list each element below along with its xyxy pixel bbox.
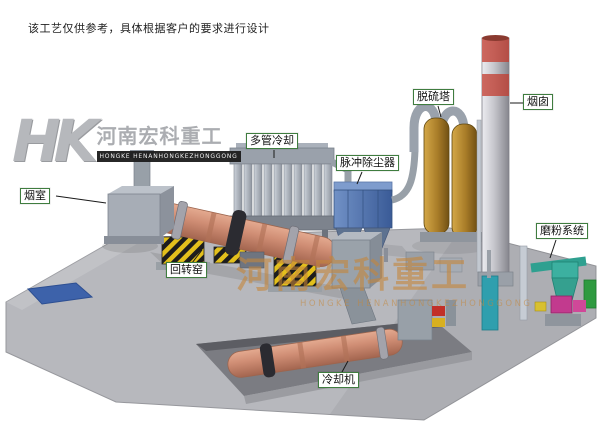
leader-lines [55, 102, 557, 373]
label-multi-tube-cooler: 多管冷却 [246, 133, 298, 149]
cooling-machine-graphic [227, 326, 403, 378]
cooler-discharge-graphic [397, 299, 456, 341]
desulfurization-tower-graphic [409, 102, 482, 242]
label-pulse-dust-collector: 脉冲除尘器 [336, 155, 399, 171]
chimney-graphic [476, 35, 514, 287]
smoke-chamber-graphic [104, 150, 174, 244]
auxiliary-equipment [405, 251, 463, 273]
label-grinding-system: 磨粉系统 [536, 223, 588, 239]
kiln-hood-graphic [331, 232, 382, 325]
label-cooling-machine: 冷却机 [318, 372, 359, 388]
label-desulfurization-tower: 脱硫塔 [413, 89, 454, 105]
blue-pad [26, 282, 94, 305]
label-rotary-kiln: 回转窑 [166, 262, 207, 278]
grinding-system-graphic [481, 245, 597, 331]
disclaimer-text: 该工艺仅供参考，具体根据客户的要求进行设计 [28, 22, 270, 35]
label-chimney: 烟囱 [523, 94, 553, 110]
rotary-kiln-graphic [141, 199, 337, 268]
kiln-drive [239, 251, 265, 269]
label-smoke-chamber: 烟室 [20, 188, 50, 204]
